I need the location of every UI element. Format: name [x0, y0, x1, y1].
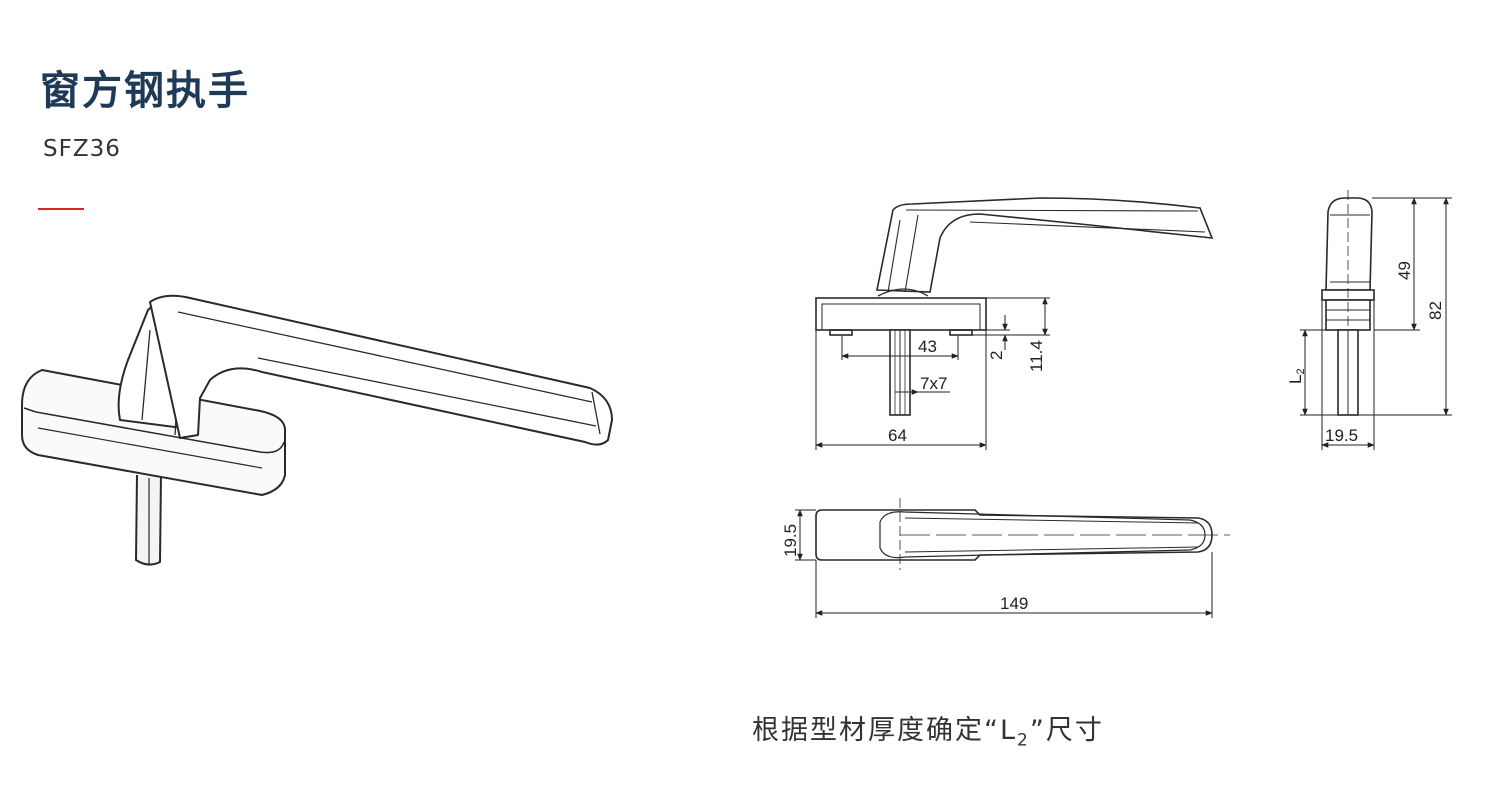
dim-spindle-length-sub: 2 [1295, 368, 1307, 374]
model-number: SFZ36 [43, 136, 121, 162]
product-title: 窗方钢执手 [40, 68, 250, 114]
note-prefix: 根据型材厚度确定“ [752, 715, 1000, 746]
accent-divider [38, 208, 84, 210]
front-view [815, 197, 1214, 416]
dim-top-width: 19.5 [781, 524, 800, 557]
handle-perspective-illustration [21, 294, 613, 566]
dim-spindle-length-var: L [1286, 375, 1305, 384]
dim-spindle-length: L2 [1286, 368, 1307, 384]
front-view-dimensions [815, 297, 1050, 450]
top-view-dimensions [795, 509, 1213, 618]
dim-spindle-size: 7x7 [920, 374, 947, 393]
spindle-length-note: 根据型材厚度确定“L2”尺寸 [752, 708, 1104, 750]
dim-base-offset: 2 [987, 351, 1006, 360]
dim-base-length: 64 [888, 426, 907, 445]
note-suffix: ”尺寸 [1029, 715, 1104, 746]
note-var: L [1000, 715, 1018, 746]
side-view-dimensions [1300, 197, 1452, 450]
side-view [1321, 190, 1375, 416]
dim-handle-height: 49 [1395, 261, 1414, 280]
top-view [815, 498, 1230, 570]
svg-text:L2: L2 [1286, 368, 1307, 384]
dim-total-height: 82 [1426, 301, 1445, 320]
dim-side-width: 19.5 [1325, 426, 1358, 445]
dim-base-height: 11.4 [1027, 340, 1046, 372]
note-sub: 2 [1017, 730, 1030, 751]
dim-spindle-spacing: 43 [918, 337, 937, 356]
dim-total-length: 149 [1000, 594, 1028, 613]
